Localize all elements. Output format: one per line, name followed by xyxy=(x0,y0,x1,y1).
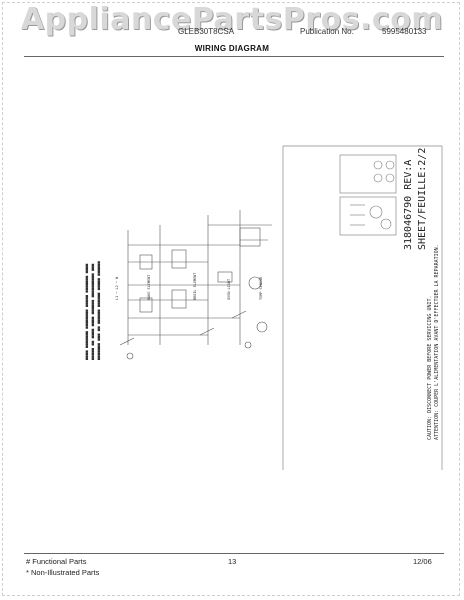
warning-french: ATTENTION: COUPER L'ALIMENTATION AVANT D… xyxy=(434,244,440,440)
publication-number: 5995480133 xyxy=(382,27,427,36)
component-labels: L1 ─ L2 ─ N BAKE ELEMENT BROIL ELEMENT O… xyxy=(115,272,263,300)
model-number: GLEB30T8CSA xyxy=(178,27,235,36)
svg-text:TEMP SENSOR: TEMP SENSOR xyxy=(259,276,263,300)
sheet-part-number: 318046790 REV:A xyxy=(403,160,414,250)
svg-text:OVEN LIGHT: OVEN LIGHT xyxy=(227,278,231,300)
page-title: WIRING DIAGRAM xyxy=(194,44,270,53)
non-illustrated-parts-note: * Non-Illustrated Parts xyxy=(26,568,100,577)
svg-text:BAKE ELEMENT: BAKE ELEMENT xyxy=(147,274,151,300)
svg-text:L1 ─ L2 ─ N: L1 ─ L2 ─ N xyxy=(115,277,119,300)
site-watermark: AppliancePartsPros.com xyxy=(20,2,444,37)
footer-rule xyxy=(24,553,444,554)
functional-parts-note: # Functional Parts xyxy=(26,557,87,566)
svg-text:■■■■■ ■■ ■■■■ ■■■■ ■■■■■■ ■■■■: ■■■■■ ■■ ■■■■ ■■■■ ■■■■■■ ■■■■■■■■■■ ■■■ xyxy=(90,263,95,360)
svg-text:■■■■■■■ ■■■ ■■ ■■■■■■ ■■■■■■ ■: ■■■■■■■ ■■■ ■■ ■■■■■■ ■■■■■■ ■■■■■ ■■■■■… xyxy=(96,261,101,360)
svg-text:BROIL ELEMENT: BROIL ELEMENT xyxy=(193,272,197,300)
page-frame xyxy=(2,2,460,596)
schematic-body xyxy=(119,210,272,360)
sheet-label: SHEET/FEUILLE:2/2 xyxy=(417,148,428,250)
page-number: 13 xyxy=(228,557,237,566)
sheet-frame-lines xyxy=(282,145,443,470)
publication-label: Publication No. xyxy=(300,27,354,36)
warning-english: CAUTION: DISCONNECT POWER BEFORE SERVICI… xyxy=(427,296,433,441)
side-notes: ■■■■ ■■■■■■■ ■■■■■■■■ ■■■■■ ■■■■■■■ ■■■■… xyxy=(84,261,101,360)
svg-text:■■■■ ■■■■■■■ ■■■■■■■■ ■■■■■ ■■: ■■■■ ■■■■■■■ ■■■■■■■■ ■■■■■ ■■■■■■■ ■■■■ xyxy=(84,263,89,360)
revision-date: 12/06 xyxy=(413,557,432,566)
header-rule xyxy=(24,56,444,57)
connector-legend xyxy=(339,154,397,236)
